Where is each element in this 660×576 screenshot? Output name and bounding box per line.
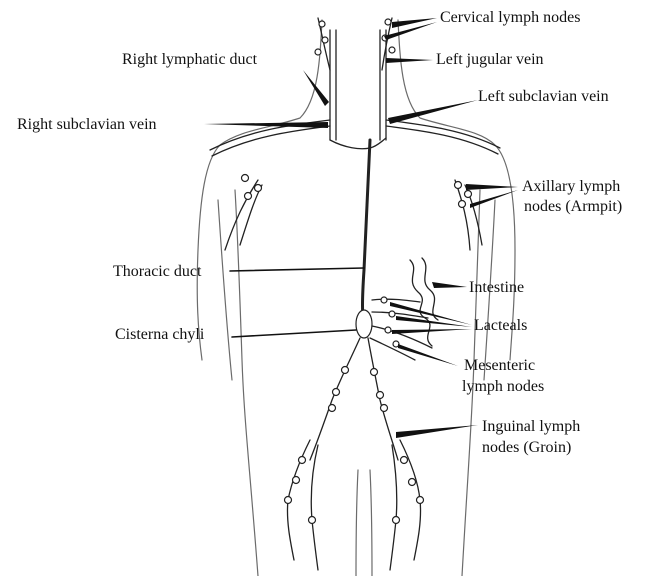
intestine-loop [422,258,438,320]
left-subclavian-leader [388,100,478,124]
inguinal-leader [396,425,478,438]
right-leg-chain [311,445,318,570]
pelvic-node [342,367,349,374]
inner-leg-left-outline [370,470,372,576]
label-axillary-line1: Axillary lymph [522,177,620,196]
label-left-subclavian-vein: Left subclavian vein [478,87,609,106]
mesenteric-node [385,327,391,333]
intestine-loop [410,260,432,346]
label-cervical-lymph-nodes: Cervical lymph nodes [440,8,580,27]
leader-lines [204,18,518,438]
pelvic-node [333,389,340,396]
neck-vessels [315,18,395,140]
cisterna-chyli-leader [232,330,356,337]
cervical-leader [384,22,437,40]
inguinal-node [409,479,416,486]
lacteal-vessel [372,299,420,302]
mesenteric-leader [398,344,458,366]
cervical-node [319,21,325,27]
inguinal-node [285,497,292,504]
pelvic-node [329,405,336,412]
label-right-lymphatic-duct: Right lymphatic duct [122,50,257,69]
thoracic-duct-line [363,140,371,330]
inguinal-node [417,497,424,504]
mesenteric-node [389,311,395,317]
intestine-leader [432,282,467,288]
label-inguinal-line2: nodes (Groin) [482,438,571,457]
label-cisterna-chyli: Cisterna chyli [115,325,204,344]
right-pelvic-chain [310,338,360,460]
inguinal-node [393,517,400,524]
thoracic-duct-shape [356,140,372,338]
label-mesenteric-line2: lymph nodes [462,377,544,396]
pelvic-node [381,405,388,412]
axillary-node [245,193,252,200]
cervical-node [315,49,321,55]
label-intestine: Intestine [469,278,524,297]
label-thoracic-duct: Thoracic duct [113,262,201,281]
left-pelvic-chain [368,338,398,460]
pelvic-inguinal-chains [285,338,424,570]
body-outline [197,20,515,576]
cervical-node [322,37,328,43]
label-left-jugular-vein: Left jugular vein [436,50,544,69]
cervical-leader [392,18,437,28]
lacteals-leader [396,316,472,327]
axillary-nodes [225,175,482,251]
axillary-node [459,201,466,208]
label-mesenteric-line1: Mesenteric [464,356,535,375]
right-inner-arm-outline [218,200,232,380]
cervical-node [385,19,391,25]
left-leg-chain [390,445,397,570]
cisterna-chyli-shape [356,310,372,338]
pelvic-node [371,369,378,376]
inguinal-node [309,517,316,524]
axillary-leader [470,190,518,208]
left-jugular-leader [386,58,433,63]
inguinal-node [293,477,300,484]
left-shoulder-arm-outline [398,20,515,360]
inguinal-node [401,457,408,464]
axillary-node [455,182,462,189]
label-lacteals: Lacteals [474,316,527,335]
cervical-node [389,47,395,53]
label-axillary-line2: nodes (Armpit) [524,197,622,216]
mesenteric-node [381,297,387,303]
lacteal-vessel [372,326,432,348]
inner-leg-right-outline [356,470,358,576]
label-right-subclavian-vein: Right subclavian vein [17,115,157,134]
label-inguinal-line1: Inguinal lymph [482,417,580,436]
thoracic-duct-leader [230,268,364,271]
brachiocephalic-junction [330,138,386,149]
right-torso-outline [235,190,258,576]
right-lymphatic-duct-leader [303,70,329,106]
axillary-node [242,175,249,182]
pelvic-node [377,392,384,399]
lacteals-leader [392,329,472,334]
inguinal-node [299,457,306,464]
axillary-node [255,185,262,192]
axillary-node [465,191,472,198]
